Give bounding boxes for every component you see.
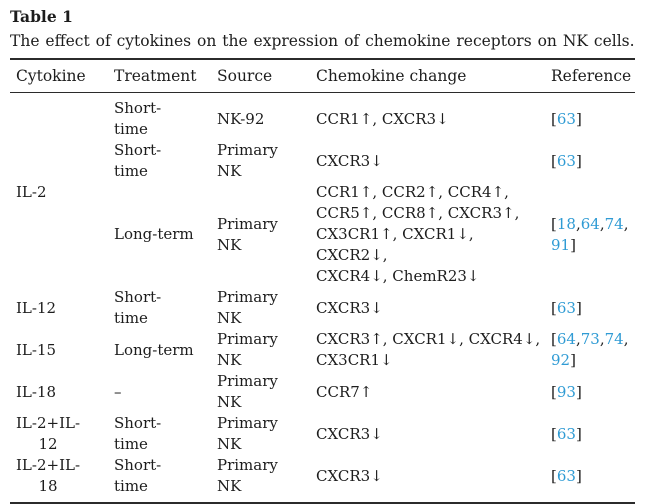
reference-punctuation: , [599,214,605,233]
cytokine-label: IL-15 [16,340,57,359]
table-row: IL-2 Short- time NK-92 CCR1↑, CXCR3↓ [63] [10,93,635,201]
cytokine-cell: IL-2+IL- 12 [10,413,108,455]
chemokine-cell: CCR1↑, CCR2↑, CCR4↑, CCR5↑, CCR8↑, CXCR3… [316,183,520,285]
cytokine-label: IL-12 [16,298,57,317]
chemokine-cell: CXCR3↑, CXCR1↓, CXCR4↓, CX3CR1↓ [316,330,541,369]
source-cell: Primary NK [217,214,278,254]
reference-punctuation: ] [570,351,576,369]
reference-cell: [18,64,74, 91] [545,182,635,287]
reference-punctuation: ] [570,235,576,254]
reference-cell: [64,73,74, 92] [545,329,635,371]
reference-punctuation: [ [551,330,557,348]
reference-punctuation: ] [575,382,582,401]
reference-punctuation: , [575,214,581,233]
treatment-cell: – [114,382,122,401]
reference-link[interactable]: 63 [556,151,576,170]
cytokine-cell: IL-2 [10,93,108,288]
reference-punctuation: , [575,330,581,348]
source-cell: Primary NK [217,330,278,369]
reference-punctuation: ] [575,424,582,443]
reference-cell: [63] [545,455,635,503]
reference-link[interactable]: 64 [580,214,600,233]
table-row: IL-15 Long-term Primary NK CXCR3↑, CXCR1↓, … [10,329,635,371]
cytokine-cell: IL-18 [10,371,108,413]
table-label: Table 1 [10,7,73,26]
reference-link[interactable]: 64 [556,330,576,348]
reference-link[interactable]: 92 [551,351,571,369]
cytokine-label: IL-2 [16,183,47,201]
reference-cell: [93] [545,371,635,413]
cytokine-cell: IL-12 [10,287,108,329]
table-row: IL-2+IL- 18 Short- time Primary NK CXCR3↓ [6… [10,455,635,503]
reference-link[interactable]: 63 [556,424,576,443]
source-cell: Primary NK [217,288,278,327]
treatment-cell: Short- time [114,414,162,453]
cytokine-label: IL-18 [16,382,57,401]
reference-link[interactable]: 74 [604,214,624,233]
reference-link[interactable]: 63 [556,466,576,485]
source-cell: Primary NK [217,372,278,411]
reference-punctuation: [ [551,382,557,401]
reference-punctuation: [ [551,298,557,317]
reference-punctuation: [ [551,151,557,170]
chemokine-cell: CXCR3↓ [316,424,383,443]
reference-link[interactable]: 93 [556,382,576,401]
cytokine-cell: IL-2+IL- 18 [10,455,108,503]
column-header-cytokine: Cytokine [10,59,108,93]
reference-cell: [63] [545,93,635,141]
reference-punctuation: [ [551,214,557,233]
cytokine-label: IL-2+IL- 12 [16,414,81,453]
column-header-chemokine-change: Chemokine change [310,59,545,93]
reference-link[interactable]: 73 [580,330,600,348]
cytokine-label: IL-2+IL- 18 [16,456,81,495]
reference-punctuation: ] [575,151,582,170]
reference-link[interactable]: 74 [604,330,624,348]
treatment-cell: Short- time [114,141,162,180]
treatment-cell: Short- time [114,99,162,138]
source-cell: Primary NK [217,456,278,495]
reference-punctuation: , [623,330,629,348]
source-cell: NK-92 [217,109,265,128]
reference-link[interactable]: 18 [556,214,576,233]
treatment-cell: Short- time [114,288,162,327]
column-header-source: Source [211,59,310,93]
reference-cell: [63] [545,413,635,455]
table-row: IL-2+IL- 12 Short- time Primary NK CXCR3↓ [6… [10,413,635,455]
chemokine-cell: CCR7↑ [316,382,373,401]
table-caption: The effect of cytokines on the expressio… [10,32,635,50]
table-row: Short- time Primary NK CXCR3↓ [63] [10,140,635,182]
table-row: IL-18 – Primary NK CCR7↑ [93] [10,371,635,413]
reference-punctuation: [ [551,466,557,485]
reference-punctuation: [ [551,109,557,128]
reference-link[interactable]: 63 [556,298,576,317]
chemokine-cell: CCR1↑, CXCR3↓ [316,109,449,128]
reference-punctuation: ] [575,298,582,317]
source-cell: Primary NK [217,414,278,453]
chemokine-cell: CXCR3↓ [316,151,383,170]
treatment-cell: Long-term [114,340,194,359]
reference-link[interactable]: 63 [556,109,576,128]
source-cell: Primary NK [217,141,278,180]
reference-cell: [63] [545,140,635,182]
cytokine-cell: IL-15 [10,329,108,371]
reference-cell: [63] [545,287,635,329]
reference-punctuation: , [623,214,629,233]
column-header-reference: Reference [545,59,635,93]
reference-punctuation: ] [575,466,582,485]
column-header-treatment: Treatment [108,59,211,93]
reference-punctuation: [ [551,424,557,443]
treatment-cell: Long-term [114,225,194,243]
reference-punctuation: , [599,330,605,348]
chemokine-cell: CXCR3↓ [316,466,383,485]
reference-link[interactable]: 91 [551,235,571,254]
table-row: IL-12 Short- time Primary NK CXCR3↓ [63] [10,287,635,329]
chemokine-cell: CXCR3↓ [316,298,383,317]
table-row: Long-term Primary NK CCR1↑, CCR2↑, CCR4↑, … [10,182,635,287]
treatment-cell: Short- time [114,456,162,495]
reference-punctuation: ] [575,109,582,128]
